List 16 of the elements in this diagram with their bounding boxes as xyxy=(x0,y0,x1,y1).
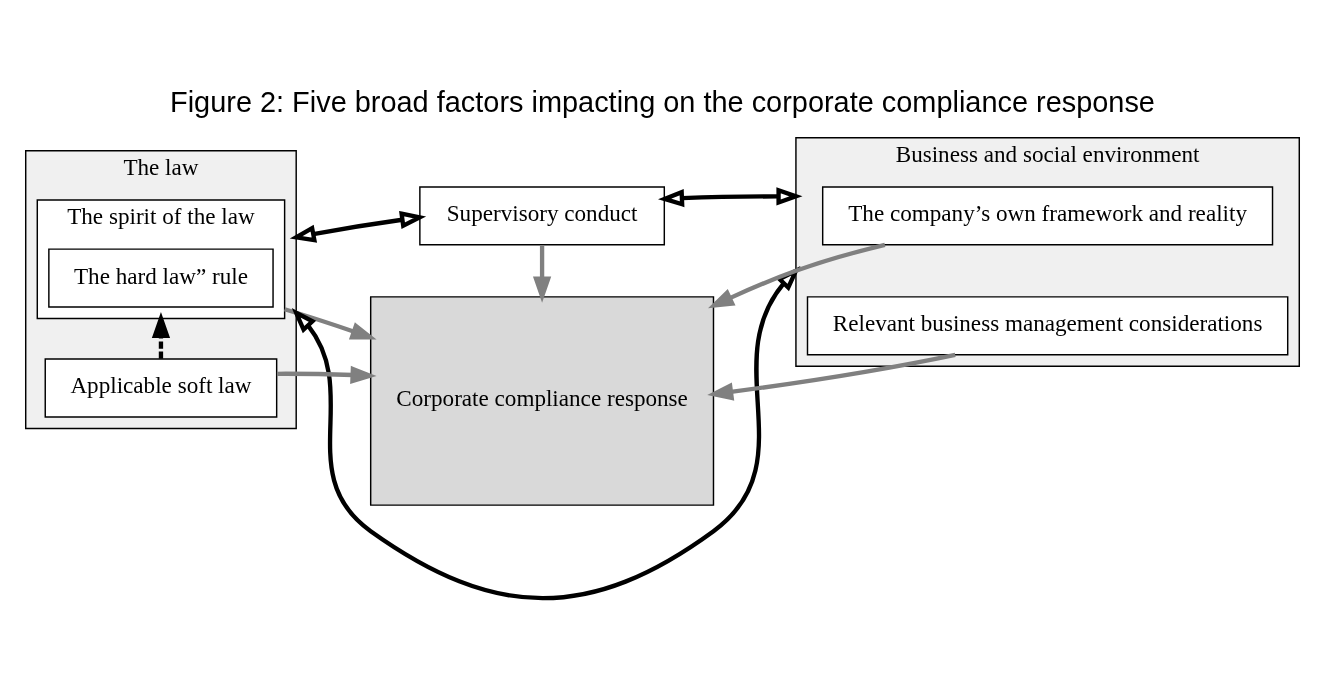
node-box: The hard law” rule xyxy=(48,248,274,308)
arrow xyxy=(532,245,552,303)
arrow xyxy=(289,210,427,243)
arrow xyxy=(291,266,801,601)
arrow xyxy=(708,242,886,309)
node-box: Relevant business management considerations xyxy=(806,296,1289,356)
arrow xyxy=(151,312,171,359)
node-box: Applicable soft law xyxy=(44,358,278,418)
node-box: Supervisory conduct xyxy=(419,186,666,246)
arrow xyxy=(707,352,956,401)
diagram-title: Figure 2: Five broad factors impacting on the corporate compliance response xyxy=(170,85,1155,118)
arrow xyxy=(284,307,377,340)
node-box: Corporate compliance response xyxy=(369,296,715,506)
node-box: The company’s own framework and reality xyxy=(821,186,1274,246)
arrow xyxy=(276,365,377,385)
arrow xyxy=(658,187,803,208)
